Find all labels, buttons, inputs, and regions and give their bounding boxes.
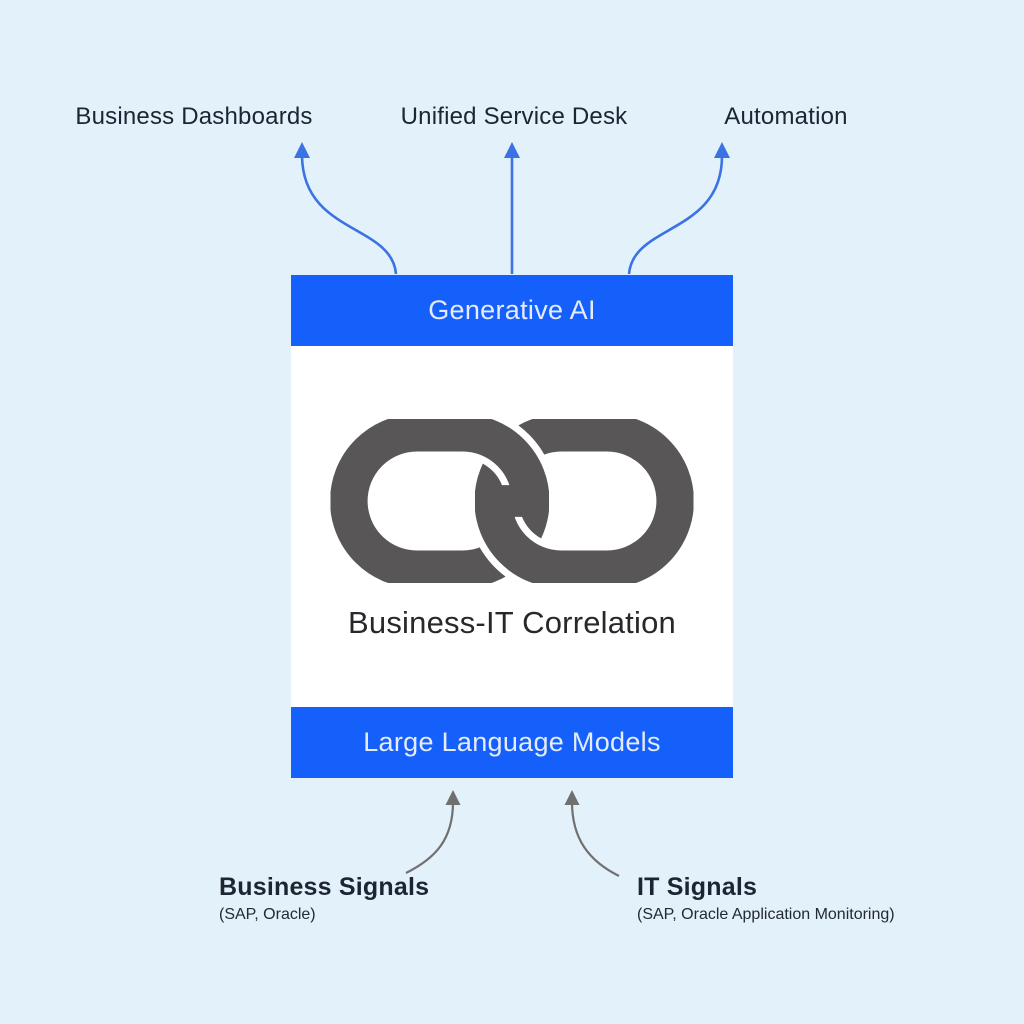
output-label-automation: Automation <box>724 103 848 130</box>
core-box-body: Business-IT Correlation <box>291 346 733 707</box>
business-signals-title: Business Signals <box>219 873 430 901</box>
output-label-unified-service-desk: Unified Service Desk <box>400 103 628 130</box>
chain-link-icon <box>330 413 694 589</box>
output-label-business-dashboards: Business Dashboards <box>75 103 313 130</box>
it-signals-title: IT Signals <box>637 873 758 901</box>
generative-ai-band: Generative AI <box>291 275 733 346</box>
business-it-correlation-label: Business-IT Correlation <box>348 605 676 640</box>
arrow-to-unified-service-desk <box>504 142 520 274</box>
business-signals-sources: (SAP, Oracle) <box>219 906 316 923</box>
arrow-to-business-dashboards <box>294 142 398 275</box>
it-signals-sources: (SAP, Oracle Application Monitoring) <box>637 906 895 923</box>
input-label-business-signals: Business Signals (SAP, Oracle) <box>219 873 429 924</box>
arrow-from-it-signals <box>564 790 620 877</box>
core-box: Generative AI <box>291 275 733 778</box>
input-label-it-signals: IT Signals (SAP, Oracle Application Moni… <box>637 873 895 924</box>
arrow-to-automation <box>627 142 730 275</box>
arrow-from-business-signals <box>405 790 461 874</box>
large-language-models-band: Large Language Models <box>291 707 733 778</box>
